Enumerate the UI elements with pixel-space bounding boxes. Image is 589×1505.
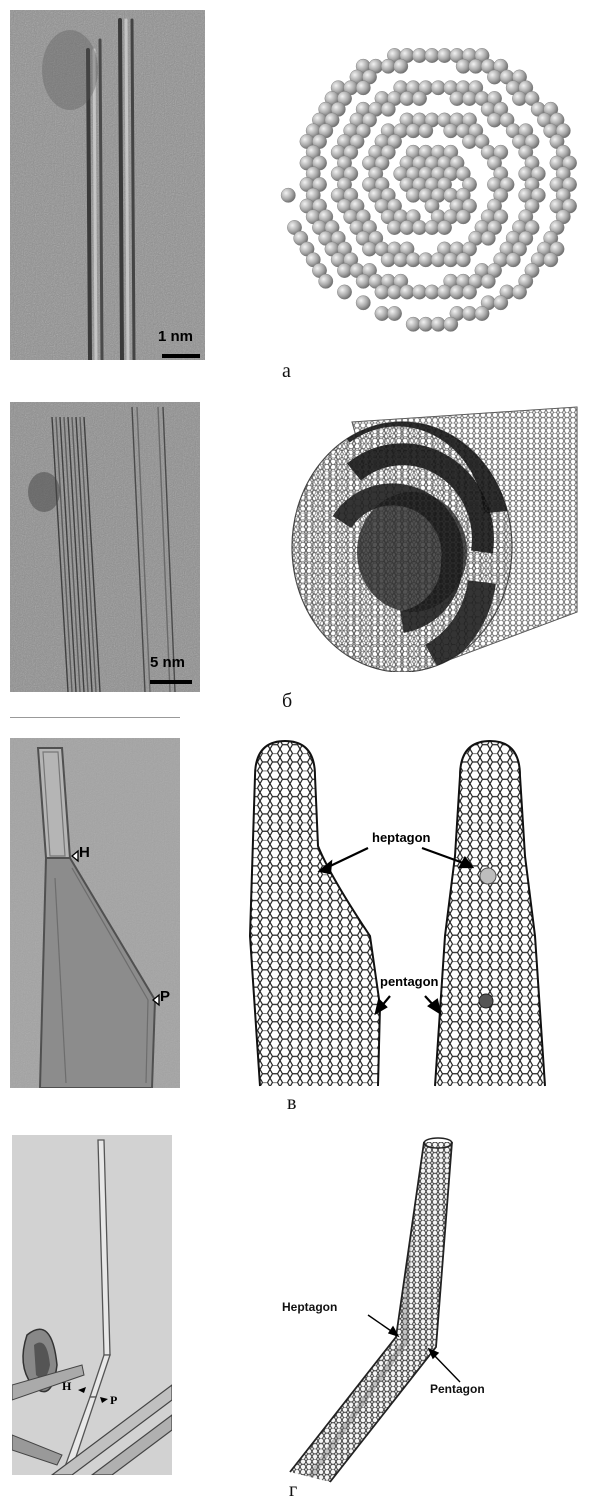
atom-sphere [431,253,445,267]
atom-sphere [462,91,476,105]
heptagon-marker-dot [480,868,496,884]
atom-sphere [412,220,426,234]
tem-image-v: H P [10,738,180,1088]
atom-sphere [512,285,526,299]
atom-sphere [425,285,439,299]
atom-sphere [462,306,476,320]
atom-sphere [431,81,445,95]
scale-bar-b [150,680,192,684]
atom-sphere [487,70,501,84]
atom-sphere [406,253,420,267]
panel-b: 5 nm б [0,392,589,722]
tem-image-g: H P [12,1135,172,1475]
atom-sphere [381,102,395,116]
tem-nanotube-a [10,10,205,360]
atom-sphere [381,59,395,73]
atom-sphere [356,296,370,310]
scale-bar-a [162,354,200,358]
tem-marker-h-g: H [62,1379,71,1394]
atom-sphere [400,285,414,299]
pentagon-marker-dot [479,994,493,1008]
tem-marker-p-g: P [110,1393,117,1408]
atom-sphere [419,124,433,138]
atom-sphere [487,113,501,127]
atom-sphere [425,48,439,62]
atom-sphere [506,253,520,267]
atom-sphere [319,274,333,288]
atom-sphere [462,134,476,148]
panel-a: 1 nm а [0,0,589,392]
lattice-diagrams-v: heptagon pentagon [240,736,560,1096]
atom-sphere [544,253,558,267]
atom-sphere [400,91,414,105]
atom-sphere [437,285,451,299]
tem-image-b: 5 nm [10,402,200,692]
atom-sphere [481,274,495,288]
atom-sphere [281,188,295,202]
atom-sphere [406,188,420,202]
atom-sphere [444,317,458,331]
rolled-tube-model-b [282,402,582,672]
panel-label-a: а [282,360,291,383]
separator-line [10,717,180,718]
atom-sphere [475,306,489,320]
atom-sphere [362,242,376,256]
atom-sphere [356,274,370,288]
atom-sphere [337,285,351,299]
atom-sphere [469,59,483,73]
panel-label-g: г [289,1479,297,1502]
bent-nanotube-model-g [270,1137,470,1492]
tem-image-a: 1 nm [10,10,205,360]
tem-marker-p: P [160,988,170,1005]
tem-nanotube-g [12,1135,172,1475]
atom-sphere [381,253,395,267]
atom-sphere [412,285,426,299]
atom-sphere [412,48,426,62]
atom-sphere [512,91,526,105]
pentagon-label-g: Pentagon [430,1382,485,1396]
atom-sphere [394,59,408,73]
tem-nanotube-v [10,738,180,1088]
heptagon-label-g: Heptagon [282,1300,337,1314]
atom-sphere [462,285,476,299]
atom-sphere [444,253,458,267]
atom-sphere [481,231,495,245]
tem-nanotube-b [10,402,200,692]
atom-sphere [456,59,470,73]
tem-marker-h: H [79,844,90,861]
atom-sphere [444,124,458,138]
atom-sphere [431,317,445,331]
panel-label-v: в [287,1092,296,1115]
atom-sphere [356,81,370,95]
scale-bar-label-a: 1 nm [158,328,193,345]
panel-v: H P heptagon pentagon в [0,722,589,1127]
atom-sphere [337,263,351,277]
scroll-model-a [280,20,580,340]
atom-sphere [406,124,420,138]
atom-sphere [494,296,508,310]
atom-sphere [419,317,433,331]
atom-sphere [387,220,401,234]
atom-sphere [375,285,389,299]
atom-sphere [437,220,451,234]
atom-sphere [450,285,464,299]
atom-sphere [406,317,420,331]
scale-bar-label-b: 5 nm [150,654,185,671]
atom-sphere [394,253,408,267]
atom-sphere [375,306,389,320]
atom-sphere [437,48,451,62]
atom-sphere [456,253,470,267]
atom-sphere [400,220,414,234]
atom-sphere [456,210,470,224]
atom-sphere [387,285,401,299]
pentagon-label-v: pentagon [380,974,439,989]
atom-sphere [425,220,439,234]
heptagon-label-v: heptagon [372,830,431,845]
atom-sphere [419,253,433,267]
panel-g: H P Heptagon Pentagon г [0,1127,589,1505]
atom-sphere [450,91,464,105]
panel-label-b: б [282,690,292,713]
atom-sphere [412,91,426,105]
atom-sphere [387,306,401,320]
